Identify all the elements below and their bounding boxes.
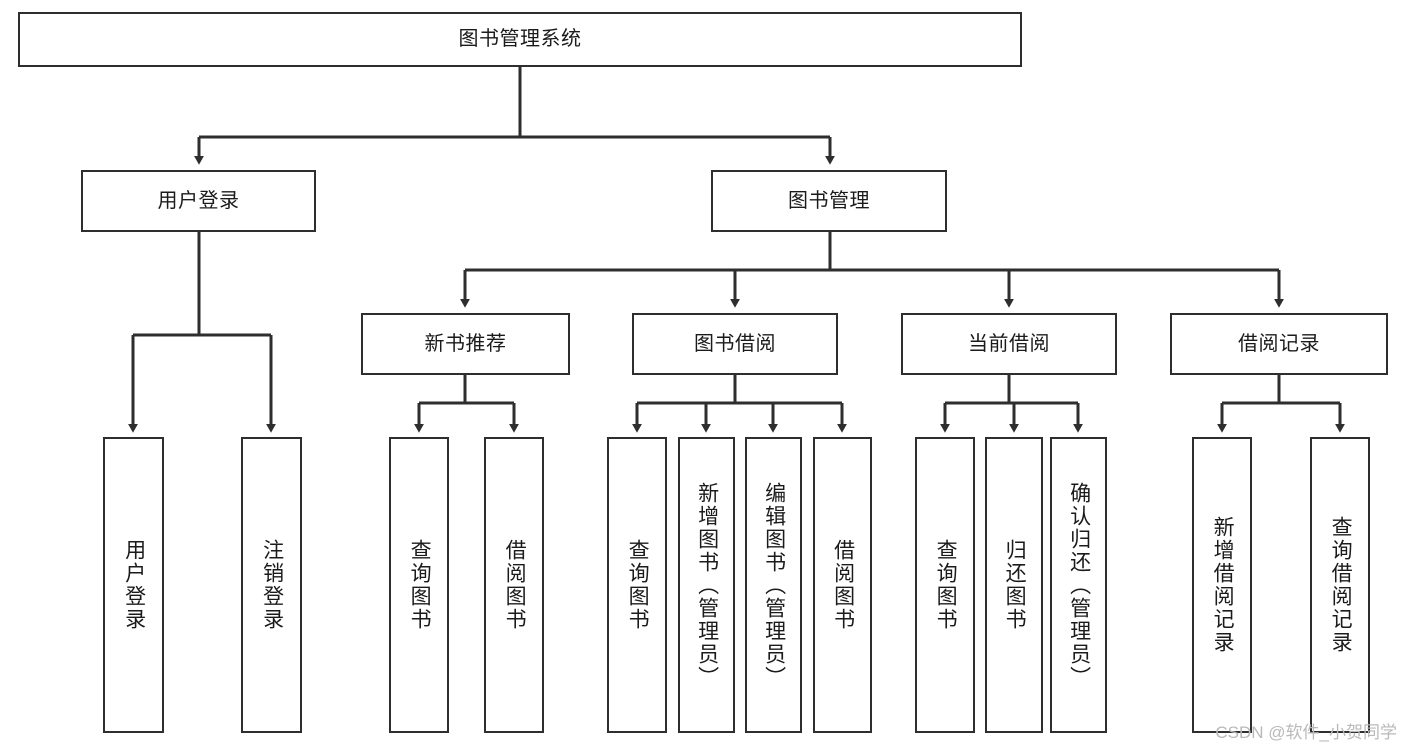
leaf-current-borrow-3[interactable]: 确认归还（管理员） — [1050, 437, 1107, 733]
node-root[interactable]: 图书管理系统 — [18, 12, 1022, 67]
leaf-current-borrow-2-label: 归还图书 — [1003, 539, 1027, 631]
leaf-book-borrow-1[interactable]: 查询图书 — [607, 437, 667, 733]
leaf-book-borrow-3-label: 编辑图书（管理员） — [762, 481, 786, 689]
leaf-book-borrow-1-label: 查询图书 — [626, 539, 650, 631]
node-user-login-label: 用户登录 — [157, 189, 240, 212]
leaf-current-borrow-3-label: 确认归还（管理员） — [1067, 481, 1091, 689]
leaf-book-borrow-4-label: 借阅图书 — [831, 539, 855, 631]
leaf-borrow-record-2-label: 查询借阅记录 — [1329, 516, 1353, 654]
leaf-user-login-2-label: 注销登录 — [260, 539, 284, 631]
leaf-book-borrow-3[interactable]: 编辑图书（管理员） — [745, 437, 802, 733]
node-book-borrow[interactable]: 图书借阅 — [632, 313, 838, 375]
leaf-borrow-record-1[interactable]: 新增借阅记录 — [1192, 437, 1252, 733]
leaf-current-borrow-1[interactable]: 查询图书 — [915, 437, 975, 733]
watermark-text: CSDN @软件_小贺同学 — [1215, 723, 1397, 742]
leaf-new-book-1-label: 查询图书 — [408, 539, 432, 631]
leaf-user-login-1[interactable]: 用户登录 — [103, 437, 164, 733]
node-root-label: 图书管理系统 — [458, 28, 582, 50]
leaf-user-login-1-label: 用户登录 — [122, 539, 146, 631]
node-borrow-record-label: 借阅记录 — [1238, 332, 1320, 355]
leaf-borrow-record-1-label: 新增借阅记录 — [1211, 516, 1235, 654]
node-book-manage[interactable]: 图书管理 — [711, 170, 947, 232]
leaf-book-borrow-4[interactable]: 借阅图书 — [813, 437, 872, 733]
leaf-user-login-2[interactable]: 注销登录 — [241, 437, 302, 733]
node-current-borrow[interactable]: 当前借阅 — [901, 313, 1117, 375]
leaf-book-borrow-2-label: 新增图书（管理员） — [695, 481, 719, 689]
leaf-current-borrow-2[interactable]: 归还图书 — [985, 437, 1043, 733]
node-user-login[interactable]: 用户登录 — [81, 170, 316, 232]
leaf-current-borrow-1-label: 查询图书 — [934, 539, 958, 631]
leaf-borrow-record-2[interactable]: 查询借阅记录 — [1310, 437, 1370, 733]
leaf-new-book-1[interactable]: 查询图书 — [389, 437, 449, 733]
node-new-book-recommend-label: 新书推荐 — [424, 332, 507, 355]
node-current-borrow-label: 当前借阅 — [968, 332, 1050, 355]
node-book-borrow-label: 图书借阅 — [694, 332, 776, 355]
leaf-book-borrow-2[interactable]: 新增图书（管理员） — [678, 437, 735, 733]
node-borrow-record[interactable]: 借阅记录 — [1170, 313, 1388, 375]
node-new-book-recommend[interactable]: 新书推荐 — [361, 313, 570, 375]
node-book-manage-label: 图书管理 — [788, 189, 870, 212]
leaf-new-book-2[interactable]: 借阅图书 — [484, 437, 544, 733]
leaf-new-book-2-label: 借阅图书 — [503, 539, 527, 631]
